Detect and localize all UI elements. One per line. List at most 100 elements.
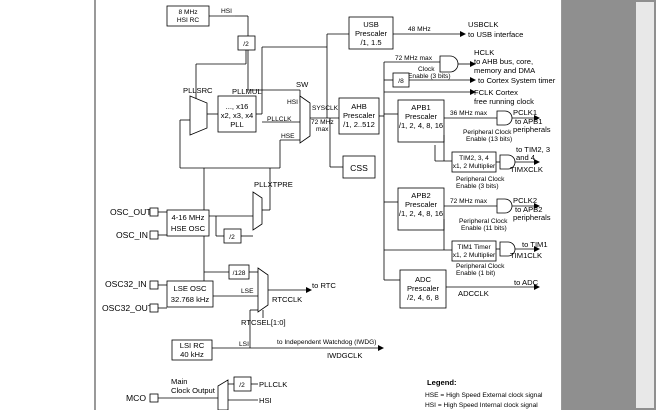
tim234clk-line2: and 4	[516, 153, 535, 162]
apb2-prescaler-block	[397, 187, 445, 231]
pllmul-line4: PLL	[230, 120, 244, 129]
pllmul-block	[217, 95, 257, 133]
tim1-line2: x1, 2 Multiplier	[453, 252, 496, 259]
sysclk-label: SYSCLK	[312, 105, 339, 112]
adc-line3: /2, 4, 6, 8	[407, 293, 439, 302]
hsi-signal-label: HSI	[221, 8, 232, 15]
scrollbar-thumb[interactable]	[636, 2, 654, 408]
tim234-line1: TIM2, 3, 4	[459, 155, 489, 162]
ahb-line2: Prescaler	[343, 111, 376, 120]
legend-line1: HSE = High Speed External clock signal	[425, 392, 543, 399]
osc-out-pin	[149, 207, 159, 217]
pclk1-line2: to APB1	[515, 117, 542, 126]
osc-in-pin	[149, 230, 159, 240]
ahb-line1: AHB	[351, 102, 367, 111]
pllmul-title: PLLMUL	[232, 87, 262, 96]
apb2-line2: Prescaler	[405, 200, 438, 209]
sysclk-72mhz: 72 MHz	[311, 119, 334, 126]
adc-prescaler-block	[399, 269, 447, 309]
to-rtc-label: to RTC	[312, 281, 336, 290]
legend-line2: HSI = High Speed Internal clock signal	[425, 402, 538, 409]
rtcsel-mux	[257, 267, 269, 313]
div2-hsi-label: /2	[243, 41, 249, 48]
hsi-sw-label: HSI	[287, 99, 298, 106]
clock-enable-line1: Clock	[418, 66, 435, 73]
tim234clk-line1: to TIM2, 3	[516, 145, 550, 154]
adcclk-label: ADCCLK	[458, 289, 489, 298]
fclk-label: FCLK Cortex	[474, 88, 518, 97]
tim234-and-gate	[499, 154, 516, 170]
pclk1-and-gate	[496, 110, 513, 126]
pce3-line1: Peripheral Clock	[456, 176, 505, 183]
rtcclk-label: RTCCLK	[272, 295, 302, 304]
lse-signal-label: LSE	[241, 288, 254, 295]
tim1clk-line2: TIM1CLK	[510, 251, 542, 260]
pllsrc-label: PLLSRC	[183, 86, 213, 95]
apb1-line2: Prescaler	[405, 112, 438, 121]
to-usb-label: to USB interface	[468, 30, 523, 39]
pclk2-label: PCLK2	[513, 196, 537, 205]
pclk1-line3: peripherals	[513, 125, 551, 134]
osc32-in-pin-label: OSC32_IN	[105, 279, 147, 289]
apb2-72mhz: 72 MHz max	[450, 198, 488, 205]
lsi-rc-line1: LSI RC	[180, 341, 205, 350]
apb1-line1: APB1	[411, 103, 430, 112]
to-iwdg-label: to Independent Watchdog (IWDG)	[277, 339, 376, 346]
lse-osc-block	[166, 280, 214, 308]
sw-label: SW	[296, 80, 309, 89]
usb-prescaler-line3: /1, 1.5	[360, 38, 381, 47]
div8-label: /8	[398, 78, 404, 85]
mco-pin-label: MCO	[126, 393, 146, 403]
mco-caption-line2: Clock Output	[171, 386, 216, 395]
pllmul-line2: ..., x16	[226, 102, 249, 111]
mco-mux	[217, 379, 229, 411]
pclk2-and-gate	[496, 198, 513, 214]
usb-prescaler-line2: Prescaler	[355, 29, 388, 38]
lse-osc-line2: 32.768 kHz	[171, 295, 210, 304]
apb1-prescaler-block	[397, 99, 445, 143]
pce1-line1: Peripheral Clock	[456, 263, 505, 270]
to-cortex-timer: to Cortex System timer	[478, 76, 556, 85]
pclk2-line2: to APB2	[515, 205, 542, 214]
osc32-in-pin	[149, 280, 159, 290]
lse-osc-line1: LSE OSC	[174, 284, 207, 293]
div2-hse-label: /2	[229, 234, 235, 241]
mco-hsi-label: HSI	[259, 396, 272, 405]
lsi-rc-block	[171, 339, 213, 361]
pclk2-line3: peripherals	[513, 213, 551, 222]
pllxtpre-label: PLLXTPRE	[254, 180, 293, 189]
tim1-line1: TIM1 Timer	[457, 244, 491, 251]
hclk-line2: to AHB bus, core,	[474, 57, 533, 66]
tim1clk-line1: to TIM1	[522, 240, 548, 249]
hsi-rc-line1: 8 MHz	[178, 9, 197, 16]
div2-hsi-block	[237, 35, 256, 51]
tim1-multiplier-block	[451, 240, 497, 262]
hse-osc-line2: HSE OSC	[171, 224, 206, 233]
mco-caption-line1: Main	[171, 377, 187, 386]
pce11-line1: Peripheral Clock	[459, 218, 508, 225]
osc-out-pin-label: OSC_OUT	[110, 207, 152, 217]
to-adc-label: to ADC	[514, 278, 539, 287]
pclk1-label: PCLK1	[513, 108, 537, 117]
osc32-out-pin	[149, 303, 159, 313]
hse-osc-block	[166, 209, 210, 237]
rtcsel-label: RTCSEL[1:0]	[241, 318, 286, 327]
osc32-out-pin-label: OSC32_OUT	[102, 303, 154, 313]
pce1-line2: Enable (1 bit)	[456, 270, 495, 277]
tim234-line2: x1, 2 Multiplier	[453, 163, 496, 170]
mco-pllclk-label: PLLCLK	[259, 380, 287, 389]
apb2-line1: APB2	[411, 191, 430, 200]
usb-prescaler-line1: USB	[363, 20, 379, 29]
adc-line1: ADC	[415, 275, 432, 284]
hclk-label: HCLK	[474, 48, 494, 57]
pce11-line2: Enable (11 bits)	[461, 225, 507, 232]
tim234clk-line3: TIMXCLK	[510, 165, 543, 174]
hse-sw-label: HSE	[281, 133, 295, 140]
fclk-line2: free running clock	[474, 97, 534, 106]
pllmul-line3: x2, x3, x4	[221, 111, 254, 120]
pce13-line2: Enable (13 bits)	[466, 136, 512, 143]
hsi-rc-line2: HSI RC	[177, 17, 200, 24]
pllsrc-mux	[189, 95, 208, 136]
